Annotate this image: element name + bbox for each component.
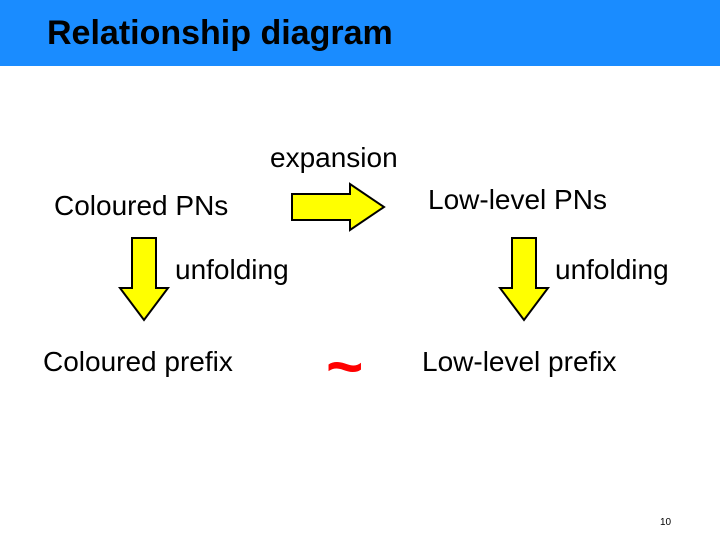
expansion-arrow	[291, 182, 386, 232]
slide-title: Relationship diagram	[47, 14, 393, 52]
low-level-pns-node: Low-level PNs	[428, 184, 607, 215]
equivalence-symbol: ~	[326, 330, 364, 402]
coloured-prefix-node: Coloured prefix	[43, 346, 233, 377]
unfolding-arrow-left	[118, 237, 170, 322]
low-level-prefix-node: Low-level prefix	[422, 346, 617, 377]
page-number: 10	[660, 517, 672, 528]
unfolding-left-label: unfolding	[175, 254, 289, 285]
expansion-label: expansion	[270, 142, 398, 173]
unfolding-arrow-right	[498, 237, 550, 322]
title-bar: Relationship diagram	[0, 0, 720, 66]
coloured-pns-node: Coloured PNs	[54, 190, 229, 221]
unfolding-right-label: unfolding	[555, 254, 669, 285]
